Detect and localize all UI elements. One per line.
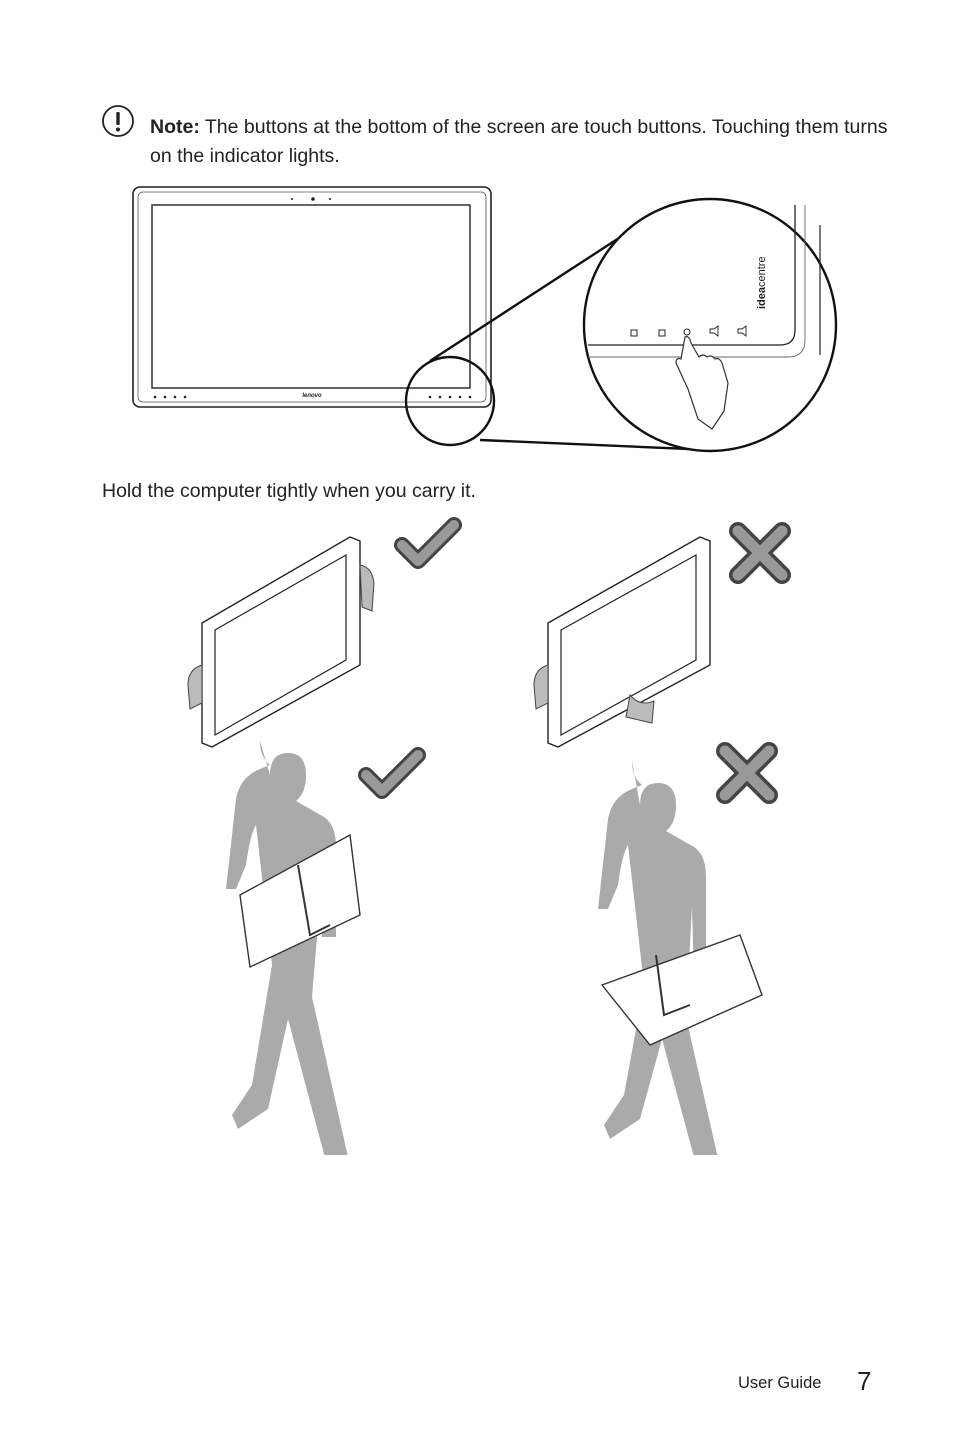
- monitor-front: lenovo: [132, 186, 492, 408]
- footer-label: User Guide: [738, 1374, 822, 1392]
- carry-example-incorrect-person: [598, 761, 763, 1155]
- finger-touch: [675, 336, 729, 430]
- touch-buttons-figure: lenovo ideacentre: [132, 186, 838, 453]
- svg-text:ideacentre: ideacentre: [756, 256, 768, 309]
- zoom-source-circle: [404, 355, 496, 447]
- page-number: 7: [857, 1366, 872, 1396]
- carry-example-correct-sides: [187, 536, 375, 748]
- cross-icon: [716, 742, 778, 804]
- carry-instruction: Hold the computer tightly when you carry…: [102, 480, 476, 502]
- carry-example-incorrect-bottom: [533, 536, 711, 748]
- carry-example-correct-person: [226, 741, 361, 1155]
- zoom-brand-prefix: idea: [756, 286, 768, 309]
- cross-icon: [729, 522, 791, 584]
- carry-examples-figure: [187, 517, 791, 1155]
- zoom-brand-suffix: centre: [756, 256, 768, 287]
- check-icon: [394, 517, 462, 569]
- zoom-detail: ideacentre: [582, 197, 838, 453]
- warning-note-icon: [102, 105, 134, 137]
- note-paragraph: Note: The buttons at the bottom of the s…: [150, 113, 890, 171]
- monitor-brand-logo: lenovo: [302, 393, 322, 399]
- note-body: The buttons at the bottom of the screen …: [150, 116, 888, 167]
- check-icon: [358, 747, 426, 799]
- note-label: Note:: [150, 116, 200, 138]
